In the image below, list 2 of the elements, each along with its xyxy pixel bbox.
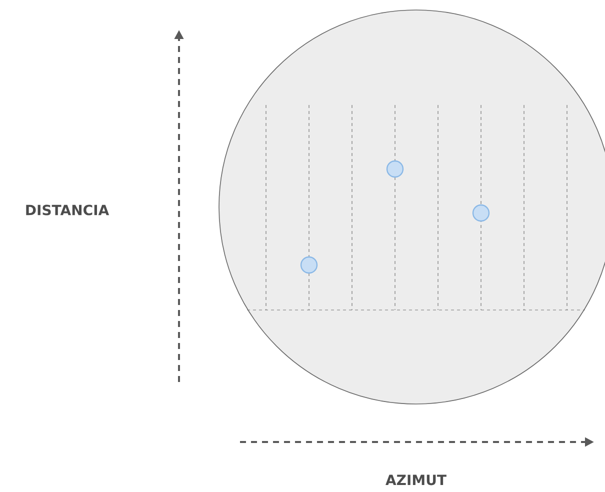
axis-label: DISTANCIA — [26, 204, 110, 216]
axis-label: AZIMUT — [386, 474, 446, 486]
